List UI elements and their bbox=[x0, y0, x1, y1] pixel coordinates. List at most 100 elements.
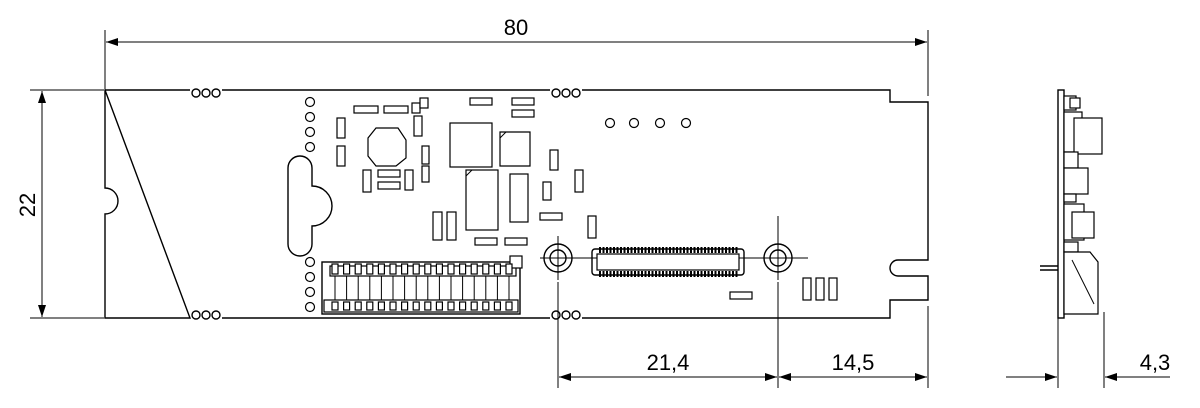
dimension-overall-length: 80 bbox=[104, 15, 929, 96]
b2b-pin bbox=[623, 247, 626, 253]
b2b-pin bbox=[602, 247, 605, 253]
header-pin bbox=[493, 263, 501, 275]
header-pin bbox=[377, 263, 385, 275]
b2b-pin bbox=[669, 271, 671, 277]
b2b-pin bbox=[672, 247, 675, 253]
b2b-pin bbox=[606, 271, 608, 277]
b2b-pin bbox=[735, 271, 738, 277]
b2b-pin bbox=[711, 247, 713, 253]
header-pin bbox=[412, 263, 420, 275]
header-pin bbox=[424, 263, 432, 275]
b2b-pin bbox=[613, 271, 615, 277]
b2b-pin bbox=[648, 271, 650, 277]
header-pin bbox=[447, 263, 455, 275]
header-pin bbox=[331, 263, 339, 275]
header-pin bbox=[354, 301, 362, 311]
b2b-pin bbox=[700, 271, 703, 277]
header-pin bbox=[435, 263, 443, 275]
b2b-pin bbox=[718, 247, 720, 253]
b2b-pin bbox=[718, 271, 720, 277]
header-pin bbox=[505, 301, 513, 311]
b2b-pin bbox=[704, 271, 706, 277]
round-pads bbox=[604, 117, 692, 129]
b2b-pin bbox=[637, 247, 640, 253]
b2b-pin bbox=[679, 247, 682, 253]
dimension-label-height: 22 bbox=[15, 193, 40, 217]
b2b-pin bbox=[697, 271, 699, 277]
dimension-label-length: 80 bbox=[504, 15, 528, 40]
b2b-pin bbox=[686, 271, 689, 277]
edge-notches bbox=[191, 88, 581, 320]
b2b-pin bbox=[665, 271, 668, 277]
header-pin bbox=[343, 301, 351, 311]
header-pin bbox=[447, 301, 455, 311]
b2b-pin bbox=[634, 271, 636, 277]
b2b-pin bbox=[728, 271, 731, 277]
b2b-pin bbox=[602, 271, 605, 277]
b2b-pin bbox=[606, 247, 608, 253]
b2b-pin bbox=[679, 271, 682, 277]
b2b-pin bbox=[655, 247, 657, 253]
header-pin bbox=[482, 301, 490, 311]
header-pin bbox=[401, 263, 409, 275]
b2b-pin bbox=[683, 247, 685, 253]
b2b-pin bbox=[630, 247, 633, 253]
integrated-circuits bbox=[432, 122, 531, 241]
b2b-pin bbox=[725, 247, 727, 253]
header-pin bbox=[354, 263, 362, 275]
b2b-pin bbox=[613, 247, 615, 253]
b2b-pin bbox=[690, 247, 692, 253]
b2b-pin bbox=[620, 247, 622, 253]
side-view bbox=[1040, 89, 1103, 319]
b2b-pin bbox=[655, 271, 657, 277]
b2b-pin bbox=[641, 247, 643, 253]
dimension-hole-spacing: 21,4 bbox=[557, 282, 929, 388]
b2b-pin bbox=[686, 247, 689, 253]
b2b-pin bbox=[648, 247, 650, 253]
header-pin bbox=[389, 301, 397, 311]
b2b-pin bbox=[609, 271, 612, 277]
board-outline bbox=[104, 88, 929, 320]
smd-components bbox=[336, 97, 597, 246]
b2b-pin bbox=[707, 247, 710, 253]
b2b-pin bbox=[693, 247, 696, 253]
b2b-pin bbox=[634, 247, 636, 253]
b2b-pin bbox=[711, 271, 713, 277]
header-connector bbox=[321, 255, 523, 315]
dimension-label-hole-to-edge: 14,5 bbox=[832, 350, 875, 375]
b2b-pin bbox=[721, 247, 724, 253]
b2b-pin bbox=[732, 271, 734, 277]
mounting-slot bbox=[287, 155, 333, 257]
dimension-label-hole-spacing: 21,4 bbox=[647, 350, 690, 375]
b2b-pin bbox=[714, 271, 717, 277]
header-pin bbox=[424, 301, 432, 311]
header-pin bbox=[459, 301, 467, 311]
header-pin bbox=[412, 301, 420, 311]
b2b-pin bbox=[658, 271, 661, 277]
b2b-pin bbox=[676, 247, 678, 253]
dimension-hole-to-edge: 14,5 bbox=[779, 350, 927, 381]
dimension-height: 22 bbox=[15, 89, 104, 319]
b2b-connector bbox=[540, 216, 808, 280]
b2b-pin bbox=[609, 247, 612, 253]
header-pin bbox=[377, 301, 385, 311]
b2b-pin bbox=[725, 271, 727, 277]
b2b-pin bbox=[599, 271, 601, 277]
b2b-pin bbox=[616, 247, 619, 253]
b2b-pin bbox=[644, 247, 647, 253]
b2b-pin bbox=[651, 247, 654, 253]
header-pin bbox=[459, 263, 467, 275]
b2b-pin bbox=[620, 271, 622, 277]
b2b-pin bbox=[700, 247, 703, 253]
b2b-pin bbox=[616, 271, 619, 277]
dimension-label-side-thickness: 4,3 bbox=[1140, 350, 1171, 375]
dimension-side-thickness: 4,3 bbox=[1006, 312, 1170, 388]
header-pin bbox=[505, 263, 513, 275]
b2b-pin bbox=[690, 271, 692, 277]
b2b-pin bbox=[627, 247, 629, 253]
b2b-pin bbox=[637, 271, 640, 277]
header-pin bbox=[493, 301, 501, 311]
header-pin bbox=[389, 263, 397, 275]
right-smd bbox=[729, 277, 838, 301]
b2b-pin bbox=[623, 271, 626, 277]
